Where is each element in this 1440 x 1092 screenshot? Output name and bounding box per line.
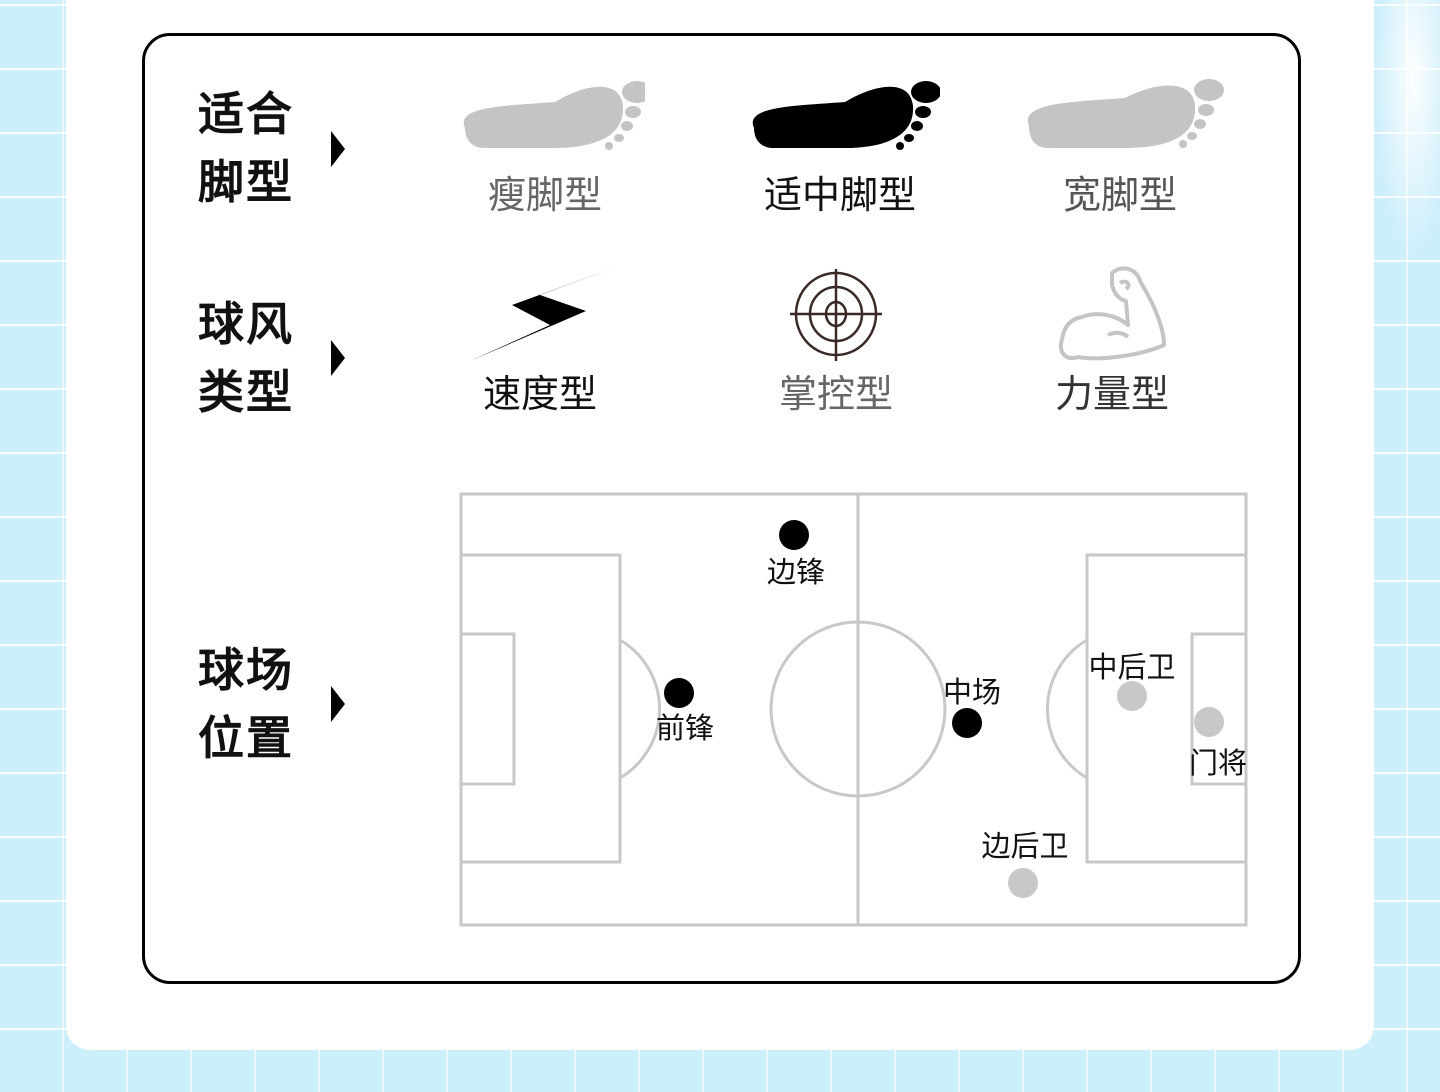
option-label: 瘦脚型: [487, 173, 602, 217]
option-medium-foot: 适中脚型: [735, 76, 945, 219]
option-power: 力量型: [1012, 265, 1212, 418]
row-label-foot-type: 适合脚型: [198, 80, 308, 216]
target-icon: [790, 269, 882, 361]
muscle-arm-icon: [1059, 266, 1166, 361]
label-line: 适合: [198, 87, 294, 141]
label-line: 球风: [198, 297, 294, 351]
footprint-icon: [463, 81, 645, 150]
lightning-icon: [470, 267, 616, 361]
arrow-right-icon: [331, 340, 345, 376]
option-label: 掌控型: [778, 372, 893, 416]
background-cloud: [1374, 0, 1440, 260]
label-line: 球场: [198, 643, 294, 697]
option-speed: 速度型: [440, 265, 640, 418]
row-label-play-style: 球风类型: [198, 290, 308, 426]
option-label: 适中脚型: [763, 173, 916, 217]
label-line: 类型: [198, 365, 294, 419]
arrow-right-icon: [331, 131, 345, 167]
option-label: 速度型: [482, 372, 597, 416]
option-thin-foot: 瘦脚型: [440, 76, 650, 219]
label-line: 脚型: [198, 155, 294, 209]
label-line: 位置: [198, 711, 294, 765]
option-control: 掌控型: [736, 265, 936, 418]
arrow-right-icon: [331, 686, 345, 722]
option-wide-foot: 宽脚型: [1015, 76, 1225, 219]
row-label-field-position: 球场位置: [198, 636, 308, 772]
option-label: 宽脚型: [1062, 173, 1177, 217]
footprint-icon: [752, 81, 940, 150]
footprint-icon: [1027, 79, 1224, 148]
option-label: 力量型: [1054, 372, 1169, 416]
